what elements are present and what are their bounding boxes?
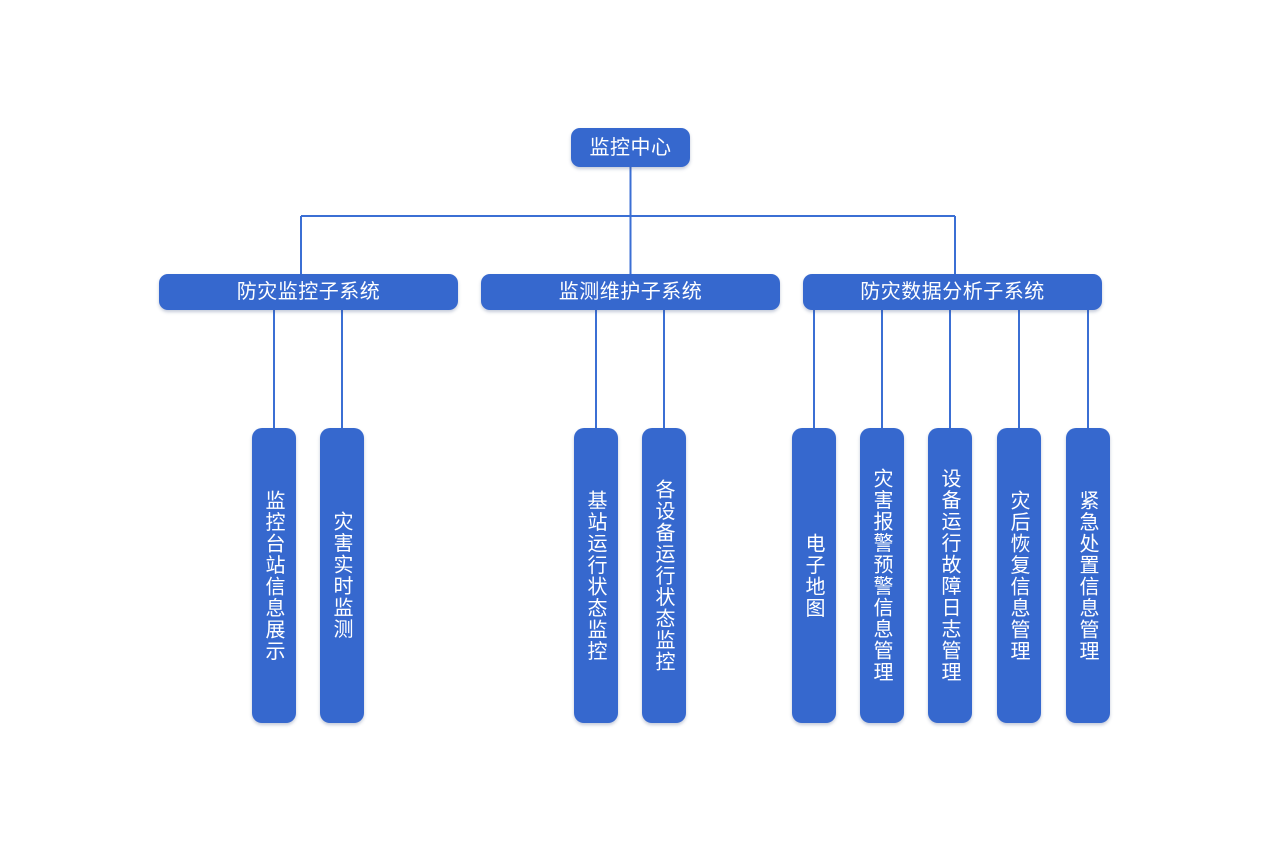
node-leaf-3-3-label: 设备运行故障日志管理 xyxy=(938,468,962,683)
node-leaf-equipment-fault-log-management[interactable]: 设备运行故障日志管理 xyxy=(928,428,972,723)
node-subsystem-3-label: 防灾数据分析子系统 xyxy=(860,279,1045,304)
node-subsystem-disaster-data-analysis[interactable]: 防灾数据分析子系统 xyxy=(803,274,1102,310)
node-leaf-2-2-label: 各设备运行状态监控 xyxy=(652,478,676,673)
node-leaf-3-2-label: 灾害报警预警信息管理 xyxy=(870,468,894,683)
node-root-monitoring-center[interactable]: 监控中心 xyxy=(571,128,690,167)
node-leaf-1-2-label: 灾害实时监测 xyxy=(330,511,354,640)
node-leaf-3-5-label: 紧急处置信息管理 xyxy=(1076,489,1100,662)
node-leaf-base-station-status-monitoring[interactable]: 基站运行状态监控 xyxy=(574,428,618,723)
node-leaf-1-1-label: 监控台站信息展示 xyxy=(262,489,286,662)
node-leaf-3-4-label: 灾后恢复信息管理 xyxy=(1007,489,1031,662)
node-root-label: 监控中心 xyxy=(589,134,672,159)
node-leaf-disaster-alarm-warning-info-management[interactable]: 灾害报警预警信息管理 xyxy=(860,428,904,723)
node-leaf-2-1-label: 基站运行状态监控 xyxy=(584,489,608,662)
node-leaf-station-info-display[interactable]: 监控台站信息展示 xyxy=(252,428,296,723)
node-subsystem-monitoring-maintenance[interactable]: 监测维护子系统 xyxy=(481,274,780,310)
node-subsystem-disaster-prevention-monitoring[interactable]: 防灾监控子系统 xyxy=(159,274,458,310)
node-leaf-emergency-response-info-management[interactable]: 紧急处置信息管理 xyxy=(1066,428,1110,723)
node-leaf-electronic-map[interactable]: 电子地图 xyxy=(792,428,836,723)
node-leaf-3-1-label: 电子地图 xyxy=(802,532,826,619)
node-leaf-post-disaster-recovery-info-management[interactable]: 灾后恢复信息管理 xyxy=(997,428,1041,723)
node-leaf-equipment-status-monitoring[interactable]: 各设备运行状态监控 xyxy=(642,428,686,723)
node-subsystem-1-label: 防灾监控子系统 xyxy=(236,279,381,304)
node-leaf-realtime-disaster-monitoring[interactable]: 灾害实时监测 xyxy=(320,428,364,723)
node-subsystem-2-label: 监测维护子系统 xyxy=(558,279,703,304)
